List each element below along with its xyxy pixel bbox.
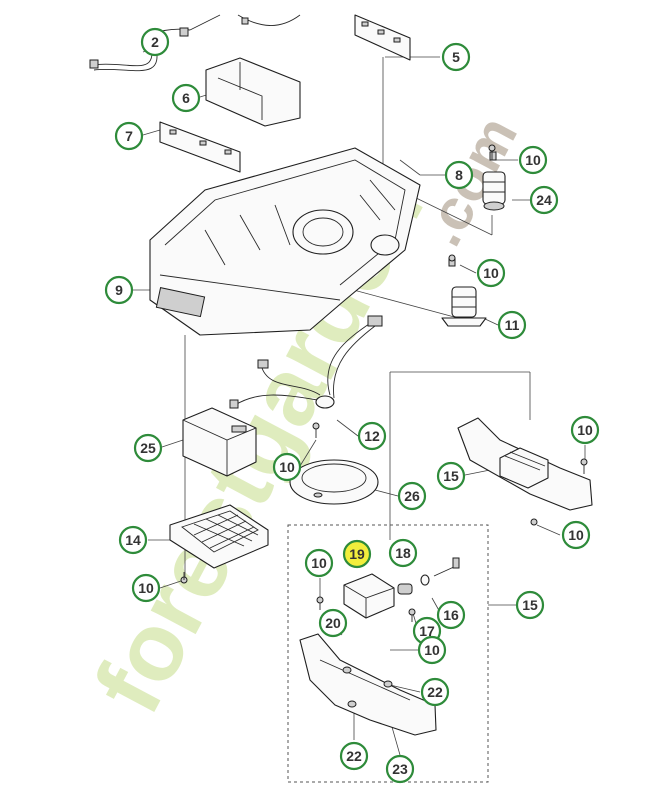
svg-text:18: 18 (395, 545, 411, 561)
callout-2: 2 (140, 27, 170, 57)
motor-24-part (482, 151, 506, 211)
svg-text:10: 10 (424, 642, 440, 658)
callout-11: 11 (497, 310, 527, 340)
callout-10-f: 10 (131, 573, 161, 603)
callout-14: 14 (118, 525, 148, 555)
circuit-board-side-part (159, 121, 241, 173)
main-chassis-part (149, 147, 421, 336)
svg-text:7: 7 (125, 128, 133, 144)
svg-text:26: 26 (404, 488, 420, 504)
callout-22-b: 22 (339, 741, 369, 771)
svg-text:10: 10 (577, 422, 593, 438)
motor-11-part (441, 257, 487, 327)
callout-12: 12 (357, 421, 387, 451)
lower-arm-part (299, 633, 437, 736)
svg-text:24: 24 (536, 192, 552, 208)
screw-10-h (408, 608, 416, 622)
svg-text:6: 6 (182, 90, 190, 106)
callout-20: 20 (318, 608, 348, 638)
callout-10-d: 10 (570, 415, 600, 445)
svg-text:10: 10 (525, 152, 541, 168)
subassembly-block-part (343, 573, 395, 619)
svg-text:11: 11 (505, 317, 520, 333)
callout-10-c: 10 (272, 452, 302, 482)
callout-23: 23 (385, 754, 415, 784)
callout-22-a: 22 (420, 677, 450, 707)
battery-part (182, 407, 257, 477)
svg-text:12: 12 (364, 428, 380, 444)
svg-text:23: 23 (392, 761, 408, 777)
svg-text:10: 10 (138, 580, 154, 596)
screw-10-e (530, 518, 538, 526)
callout-26: 26 (397, 481, 427, 511)
callout-7: 7 (114, 121, 144, 151)
callout-10-e: 10 (561, 520, 591, 550)
svg-text:8: 8 (455, 167, 463, 183)
svg-text:17: 17 (419, 623, 435, 639)
callout-19-highlighted: 19 (342, 539, 372, 569)
svg-text:14: 14 (125, 532, 141, 548)
callouts: 2 5 6 7 8 9 10 24 10 11 12 25 10 26 15 1… (104, 27, 600, 784)
callout-9: 9 (104, 275, 134, 305)
tray-cover-part (169, 504, 269, 569)
svg-text:20: 20 (325, 615, 341, 631)
svg-text:15: 15 (522, 597, 538, 613)
callout-10-a: 10 (518, 145, 548, 175)
callout-15-a: 15 (436, 461, 466, 491)
screw-10-f (180, 572, 188, 584)
screw-10-d (580, 458, 588, 474)
callout-25: 25 (133, 433, 163, 463)
svg-text:10: 10 (279, 459, 295, 475)
sensor-cable-part (229, 315, 383, 409)
callout-15-b: 15 (515, 590, 545, 620)
svg-text:5: 5 (452, 49, 460, 65)
svg-text:9: 9 (115, 282, 123, 298)
callout-6: 6 (171, 83, 201, 113)
callout-8: 8 (444, 160, 474, 190)
svg-text:22: 22 (427, 684, 443, 700)
screw-10-b (448, 254, 456, 262)
ring-seal-part (289, 459, 379, 505)
cover-bracket-part (205, 57, 301, 127)
callout-10-b: 10 (476, 258, 506, 288)
screws (180, 144, 588, 622)
screw-10-a (488, 144, 496, 160)
svg-text:15: 15 (443, 468, 459, 484)
svg-text:25: 25 (140, 440, 156, 456)
cable-harness-part (89, 14, 301, 72)
wheel-arm-right-part (457, 417, 593, 511)
callout-5: 5 (441, 42, 471, 72)
circuit-board-top-part (354, 14, 411, 61)
screw-10-g (316, 596, 324, 610)
svg-text:16: 16 (443, 607, 459, 623)
bolt-washer-parts (397, 557, 460, 595)
callout-16: 16 (436, 600, 466, 630)
callout-10-g: 10 (304, 548, 334, 578)
callout-18: 18 (388, 538, 418, 568)
svg-text:19: 19 (349, 546, 365, 562)
callout-24: 24 (529, 185, 559, 215)
svg-text:10: 10 (483, 265, 499, 281)
screw-10-c (312, 422, 320, 438)
svg-text:10: 10 (311, 555, 327, 571)
svg-text:2: 2 (151, 34, 159, 50)
svg-text:10: 10 (568, 527, 584, 543)
callout-10-h: 10 (417, 635, 447, 665)
svg-text:22: 22 (346, 748, 362, 764)
